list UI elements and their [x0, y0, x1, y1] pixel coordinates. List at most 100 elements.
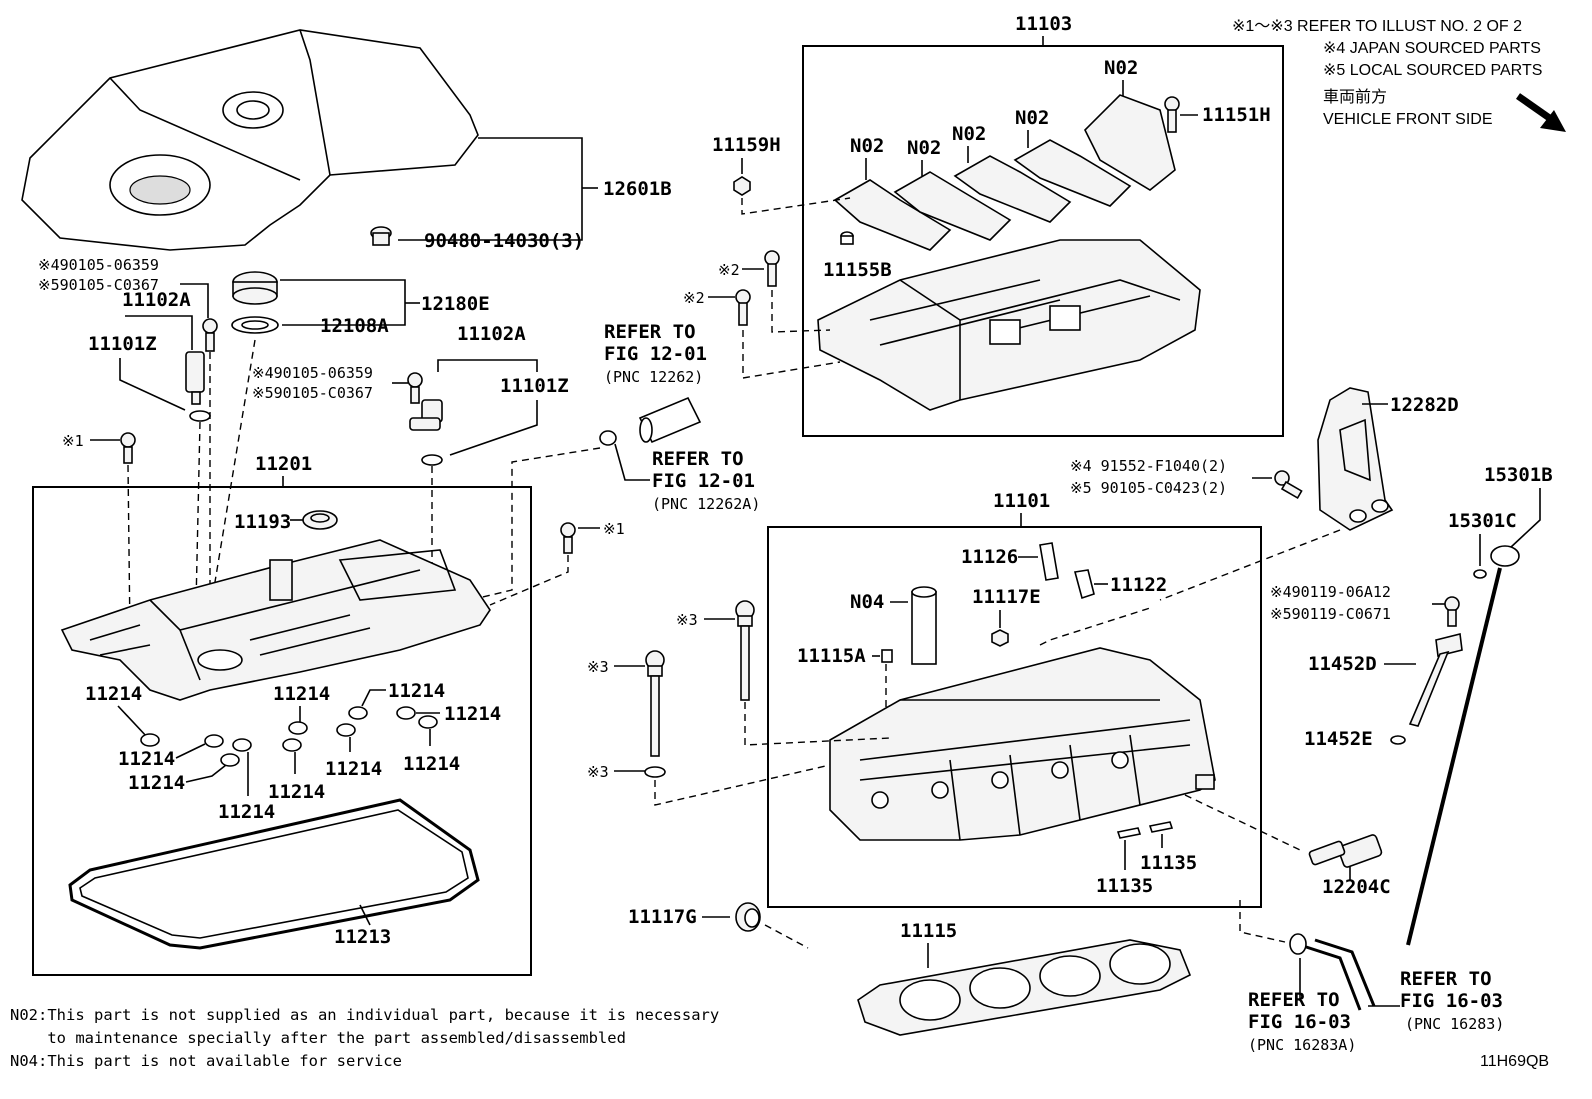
- label-11101z-right: 11101Z: [500, 375, 569, 397]
- ref4-line1: REFER TO: [1400, 968, 1492, 990]
- hose-clip: [599, 430, 617, 446]
- label-11122: 11122: [1110, 574, 1167, 596]
- cover-plug: [302, 510, 338, 530]
- label-n02-b: N02: [907, 137, 941, 159]
- label-11103: 11103: [1015, 13, 1072, 35]
- grommet-4: [232, 738, 252, 752]
- o-ring-right: [421, 454, 443, 466]
- ref4-line2: FIG 16-03: [1400, 990, 1503, 1012]
- label-15301b: 15301B: [1484, 464, 1553, 486]
- label-12282d: 12282D: [1390, 394, 1459, 416]
- bolt-m2-a: [764, 250, 780, 287]
- label-11155b: 11155B: [823, 259, 892, 281]
- label-n02-e: N02: [1104, 57, 1138, 79]
- label-11214-5: 11214: [273, 683, 330, 705]
- filler-cap-gasket: [231, 316, 279, 334]
- dowel-11115a: [881, 649, 893, 663]
- label-11115: 11115: [900, 920, 957, 942]
- engine-cover: [21, 29, 479, 251]
- label-12601b: 12601B: [603, 178, 672, 200]
- ref3-line1: REFER TO: [1248, 989, 1340, 1011]
- pin-11135-b: [1148, 821, 1174, 833]
- label-11214-3: 11214: [128, 772, 185, 794]
- grommet-7: [348, 706, 368, 720]
- label-90119-c0671: ※590119-C0671: [1270, 605, 1391, 623]
- header-local-note: ※5 LOCAL SOURCED PARTS: [1323, 62, 1542, 79]
- label-11102a-left: 11102A: [122, 289, 191, 311]
- label-11201: 11201: [255, 453, 312, 475]
- oil-filler-cap: [232, 271, 278, 305]
- label-11126: 11126: [961, 546, 1018, 568]
- label-90105-c0423: ※5 90105-C0423(2): [1070, 479, 1227, 497]
- bolt-11151h: [1164, 96, 1180, 133]
- grommet-2: [204, 734, 224, 748]
- ref2-line1: REFER TO: [652, 448, 744, 470]
- dowel-11155b: [840, 231, 854, 245]
- label-n02-a: N02: [850, 135, 884, 157]
- nut-11159h: [733, 176, 751, 196]
- part-n04: [911, 586, 937, 665]
- bolt-sensor-left: [202, 318, 218, 352]
- footnote-n02-line2: to maintenance specially after the part …: [10, 1029, 626, 1047]
- label-12180e: 12180E: [421, 293, 490, 315]
- ref2-line3: (PNC 12262A): [652, 495, 760, 513]
- label-15301c: 15301C: [1448, 510, 1517, 532]
- bracket-12282d: [1317, 387, 1394, 531]
- label-90105-06359-a: ※490105-06359: [38, 256, 159, 274]
- head-bolt-b: [645, 650, 665, 757]
- ref1-line3: (PNC 12262): [604, 368, 703, 386]
- label-11214-1: 11214: [85, 683, 142, 705]
- label-11214-10: 11214: [403, 753, 460, 775]
- ref3-line2: FIG 16-03: [1248, 1011, 1351, 1033]
- label-11214-2: 11214: [118, 748, 175, 770]
- grommet-90480: [370, 226, 392, 246]
- ref1-line1: REFER TO: [604, 321, 696, 343]
- o-ring-left: [189, 410, 211, 422]
- pcv-valve-12204c: [1308, 834, 1383, 868]
- bolt-m1-left: [120, 432, 136, 464]
- head-cover-gasket: [68, 798, 480, 950]
- figure-code: 11H69QB: [1480, 1053, 1549, 1070]
- ref2-line2: FIG 12-01: [652, 470, 755, 492]
- label-11151h: 11151H: [1202, 104, 1271, 126]
- mark-3-a: ※3: [676, 611, 698, 629]
- label-n02-c: N02: [952, 123, 986, 145]
- grommet-8: [336, 723, 356, 737]
- cylinder-head-cover: [60, 539, 491, 701]
- mark-2-b: ※2: [683, 289, 705, 307]
- label-11102a-right: 11102A: [457, 323, 526, 345]
- head-gasket: [857, 939, 1192, 1036]
- grommet-10: [418, 715, 438, 729]
- label-91552-f1040: ※4 91552-F1040(2): [1070, 457, 1227, 475]
- label-11214-7: 11214: [388, 680, 445, 702]
- mark-3-b: ※3: [587, 658, 609, 676]
- grommet-3: [220, 753, 240, 767]
- label-90105-c0367-b: ※590105-C0367: [252, 384, 373, 402]
- ref3-line3: (PNC 16283A): [1248, 1036, 1356, 1054]
- mark-2-a: ※2: [718, 261, 740, 279]
- label-11101z-left: 11101Z: [88, 333, 157, 355]
- ref1-line2: FIG 12-01: [604, 343, 707, 365]
- mark-1-left: ※1: [62, 432, 84, 450]
- label-90480: 90480-14030(3): [424, 230, 584, 252]
- footnote-n02-line1: N02:This part is not supplied as an indi…: [10, 1006, 719, 1024]
- head-bolt-a: [735, 600, 755, 701]
- label-11159h: 11159H: [712, 134, 781, 156]
- label-11135-b: 11135: [1140, 852, 1197, 874]
- bolt-11452d: [1444, 596, 1460, 627]
- ref4-line3: (PNC 16283): [1405, 1015, 1504, 1033]
- label-11115a: 11115A: [797, 645, 866, 667]
- washer-m3: [644, 766, 666, 778]
- vehicle-front-arrow-icon: [1515, 93, 1566, 132]
- header-ref-note: ※1～※3 REFER TO ILLUST NO. 2 OF 2: [1232, 18, 1522, 35]
- group-box-11201: [32, 486, 532, 976]
- hose-16283: [1289, 933, 1376, 1011]
- label-11452d: 11452D: [1308, 653, 1377, 675]
- label-12204c: 12204C: [1322, 876, 1391, 898]
- label-11213: 11213: [334, 926, 391, 948]
- pin-11126: [1039, 542, 1059, 581]
- label-11193: 11193: [234, 511, 291, 533]
- camshaft-housing: [817, 239, 1201, 411]
- label-n04: N04: [850, 591, 884, 613]
